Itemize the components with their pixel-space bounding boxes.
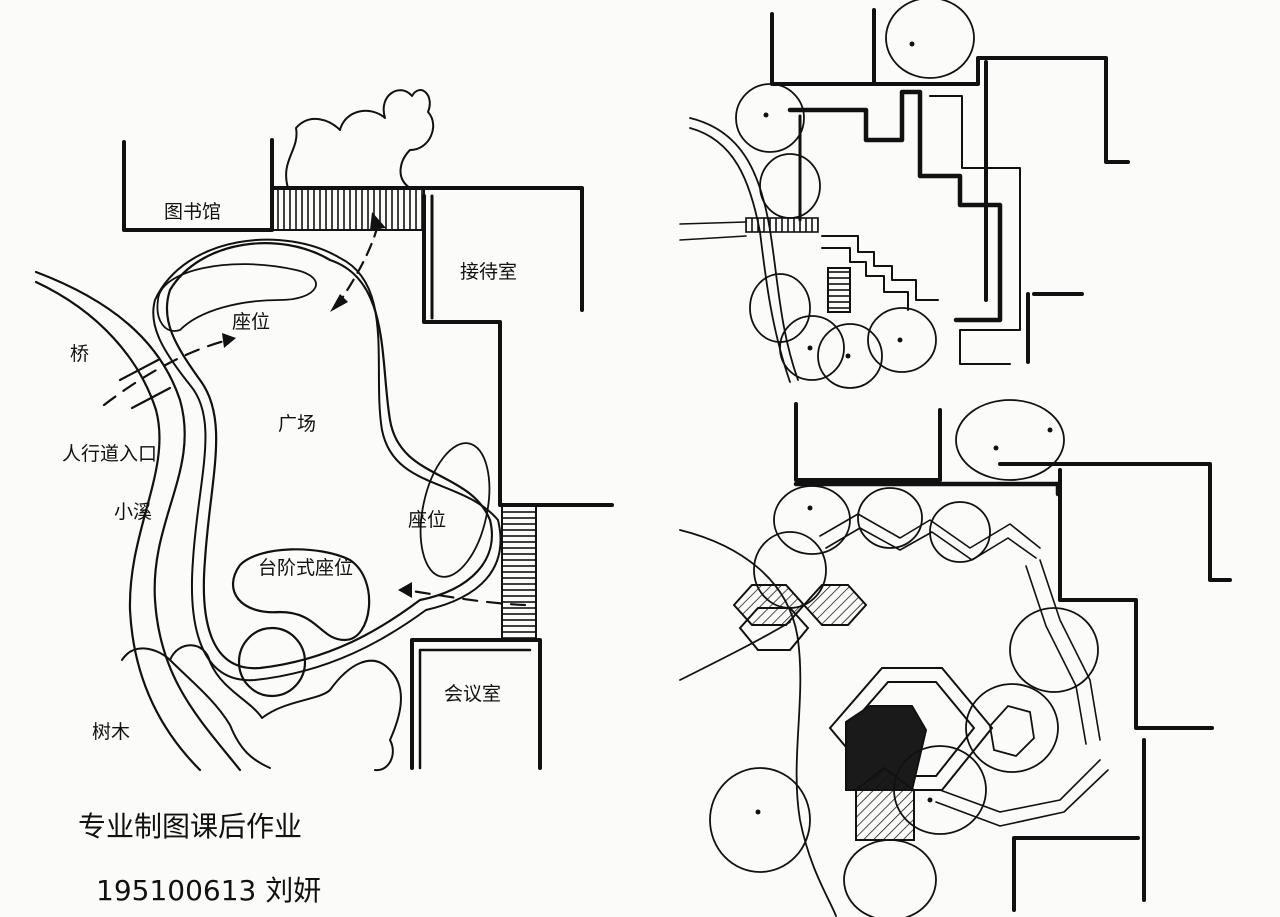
- arrow-east: [403, 588, 527, 607]
- meeting-room-label: 会议室: [444, 683, 501, 705]
- stream: [34, 270, 242, 772]
- pedestrian-entrance-label: 人行道入口: [62, 443, 157, 465]
- reception-label: 接待室: [460, 261, 517, 283]
- bridge: [102, 333, 236, 410]
- reception-building: [270, 186, 614, 507]
- bridge-label: 桥: [70, 343, 89, 365]
- top-paved-path: [271, 187, 425, 231]
- plaza-label: 广场: [278, 413, 316, 435]
- stepped-seating-label: 台阶式座位: [258, 557, 353, 579]
- stepped-seating: [231, 548, 371, 642]
- student-id-and-name: 195100613 刘妍: [96, 874, 321, 907]
- library-building: [122, 138, 274, 232]
- trees-label: 树木: [92, 721, 130, 743]
- library-label: 图书馆: [164, 201, 221, 223]
- east-paved-path: [501, 504, 537, 641]
- plaza-outline: [152, 238, 502, 682]
- plan-b-sketch: [679, 0, 1130, 389]
- tree-circle: [237, 626, 307, 698]
- assignment-title: 专业制图课后作业: [78, 810, 302, 843]
- plan-a-site-plan: 图书馆 接待室 座位 桥 广场 人行道入口 小溪 座位 台阶式座位 树木 会议室: [34, 89, 614, 772]
- tree-canopy-bottom: [121, 644, 402, 772]
- stream-label: 小溪: [114, 501, 152, 523]
- tree-canopy-top: [285, 89, 435, 189]
- seat-top-label: 座位: [232, 311, 270, 333]
- meeting-room-building: [410, 638, 542, 770]
- plan-c-sketch: [679, 399, 1232, 917]
- seat-right-label: 座位: [408, 509, 446, 531]
- arrow-library: [336, 223, 380, 307]
